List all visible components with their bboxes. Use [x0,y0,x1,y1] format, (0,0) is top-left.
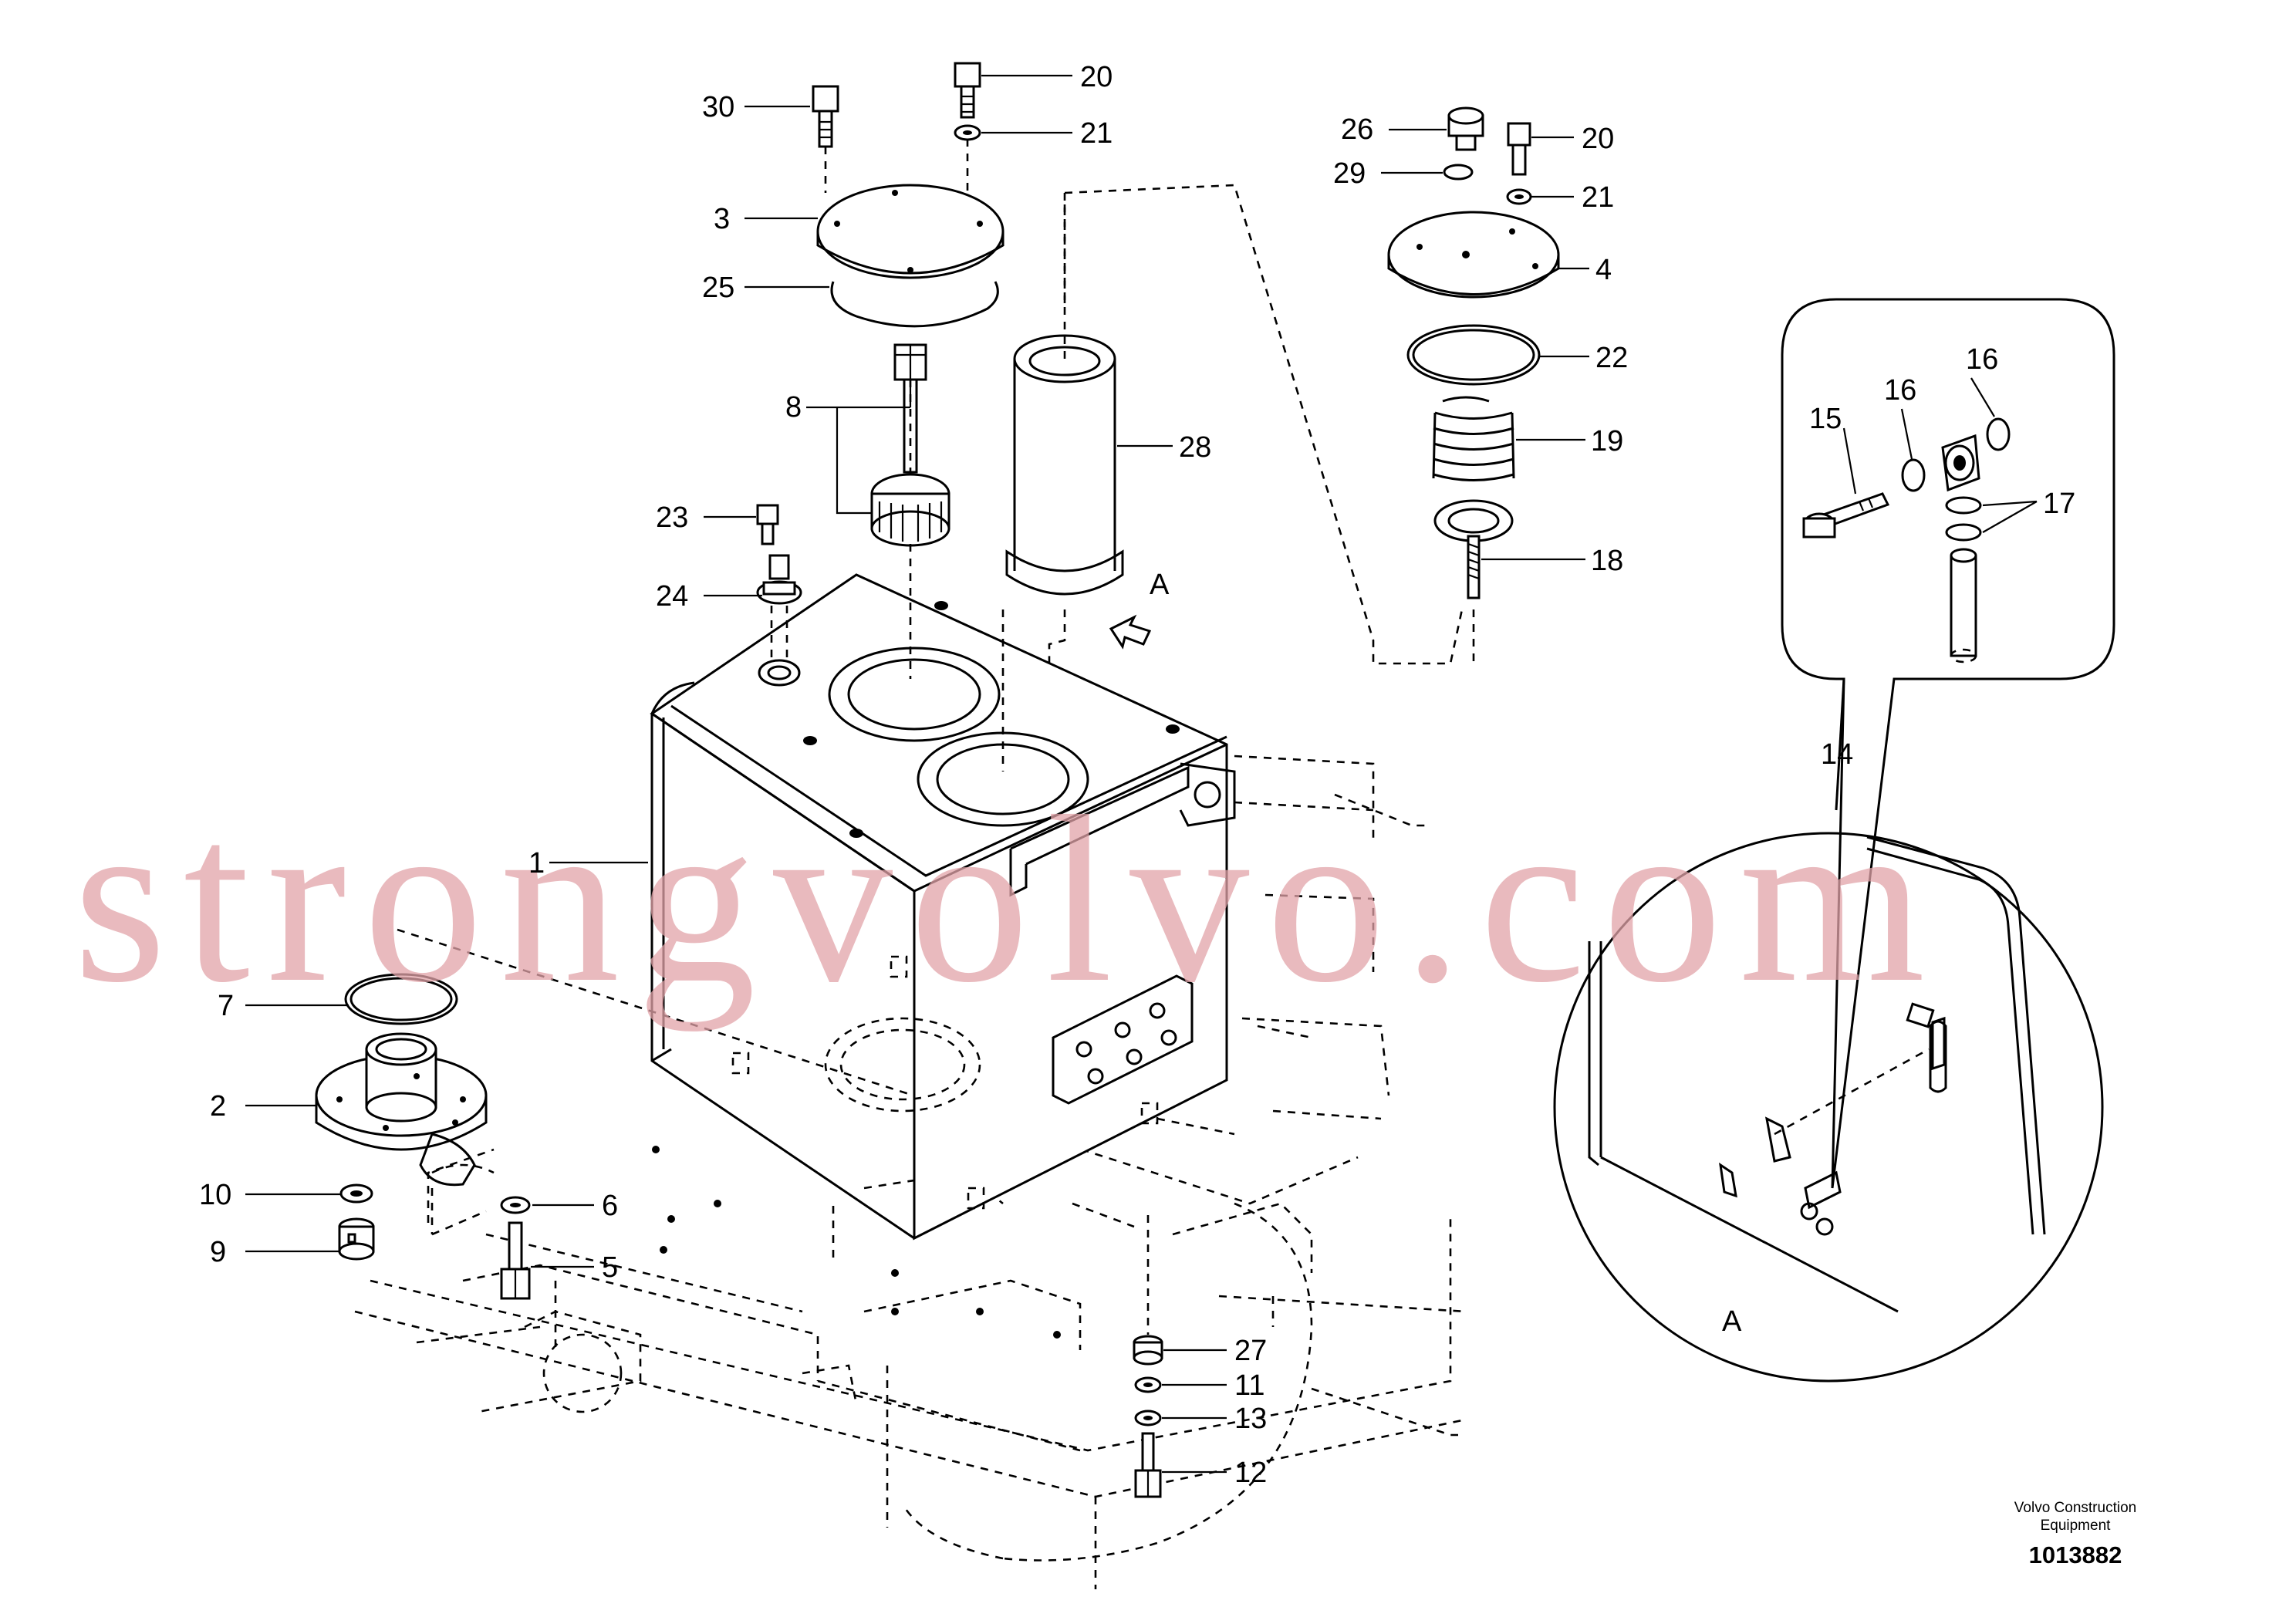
washer-10 [339,1183,373,1204]
document-number: 1013882 [2029,1541,2122,1568]
spacer-27 [1133,1215,1163,1366]
callout-25: 25 [702,272,734,304]
spring-19 [1432,396,1515,481]
watermark-text: strongvolvo.com [73,768,1942,1032]
callout-2: 2 [210,1090,226,1123]
bolt-20-right [1507,122,1531,176]
filter-8 [870,343,950,547]
washer-21-right [1506,188,1532,205]
view-arrow-a [1109,614,1152,650]
callout-17: 17 [2043,488,2075,520]
assembly-lines-top [824,139,1464,771]
cover-4 [1387,211,1560,299]
washer-6 [500,1196,531,1214]
cover-3 [816,184,1004,279]
credit-block: Volvo Construction Equipment 1013882 [2014,1500,2136,1568]
callout-7: 7 [218,990,234,1022]
seal-16-left [1901,458,1926,492]
callout-labels: 30 20 21 3 25 8 28 23 24 26 29 20 21 4 2… [199,61,2075,1489]
banjo-bolt-15 [1802,492,1890,539]
callout-9: 9 [210,1236,226,1268]
machine-frame-outline [354,755,1467,1589]
pipe-stub [1950,548,1977,663]
o-ring-29 [1443,164,1474,181]
callout-15: 15 [1809,403,1842,435]
credit-line-2: Equipment [2041,1518,2112,1534]
o-ring-7 [344,973,458,1025]
callout-12: 12 [1234,1457,1267,1489]
o-ring-25 [830,281,999,328]
detail-view-label: A [1722,1305,1742,1338]
banjo-fitting [1941,434,1980,492]
strainer-28 [1005,201,1124,596]
callout-27: 27 [1234,1335,1267,1367]
washer-11 [1134,1376,1162,1393]
callout-3: 3 [714,203,730,235]
bolt-23 [756,504,779,545]
bolt-5 [500,1221,531,1300]
view-arrow-label: A [1150,569,1170,601]
frame-holes [652,1146,1061,1339]
callout-21-top: 21 [1080,117,1113,150]
plug-26 [1447,106,1484,151]
callout-18: 18 [1591,545,1623,577]
bolt-20-top [954,62,981,119]
callout-22: 22 [1595,342,1628,374]
seal-16-right [1986,417,2011,451]
callout-1: 1 [528,847,545,880]
callout-6: 6 [602,1190,618,1222]
callout-20-top: 20 [1080,61,1113,93]
callout-5: 5 [602,1251,618,1284]
credit-line-1: Volvo Construction [2014,1500,2136,1516]
bolt-12 [1134,1432,1162,1498]
o-rings-17 [1945,496,1982,542]
flange-2 [315,1032,488,1236]
callout-16-left: 16 [1884,374,1916,407]
callout-26: 26 [1341,113,1373,146]
washer-21-top [954,124,981,141]
o-ring-22 [1406,324,1541,386]
leader-lines [245,74,2038,1474]
callout-13: 13 [1234,1403,1267,1435]
detail-box-14 [1781,298,2115,1189]
callout-24: 24 [656,580,688,613]
detail-view-a [1553,832,2104,1383]
callout-29: 29 [1333,157,1366,190]
bolt-30 [812,85,839,148]
callout-30: 30 [702,91,734,123]
callout-8: 8 [785,391,802,424]
washer-13 [1134,1410,1162,1426]
callout-14: 14 [1821,738,1853,771]
callout-16-right: 16 [1966,343,1998,376]
callout-20-right: 20 [1582,123,1614,155]
callout-28: 28 [1179,431,1211,464]
callout-19: 19 [1591,425,1623,457]
callout-10: 10 [199,1179,231,1211]
callout-4: 4 [1595,254,1612,286]
callout-23: 23 [656,501,688,534]
callout-11: 11 [1234,1369,1264,1402]
breather-24 [756,554,802,663]
valve-18 [1433,499,1514,663]
hydraulic-tank [650,573,1236,1241]
plug-9 [338,1217,375,1261]
callout-21-right: 21 [1582,181,1614,214]
